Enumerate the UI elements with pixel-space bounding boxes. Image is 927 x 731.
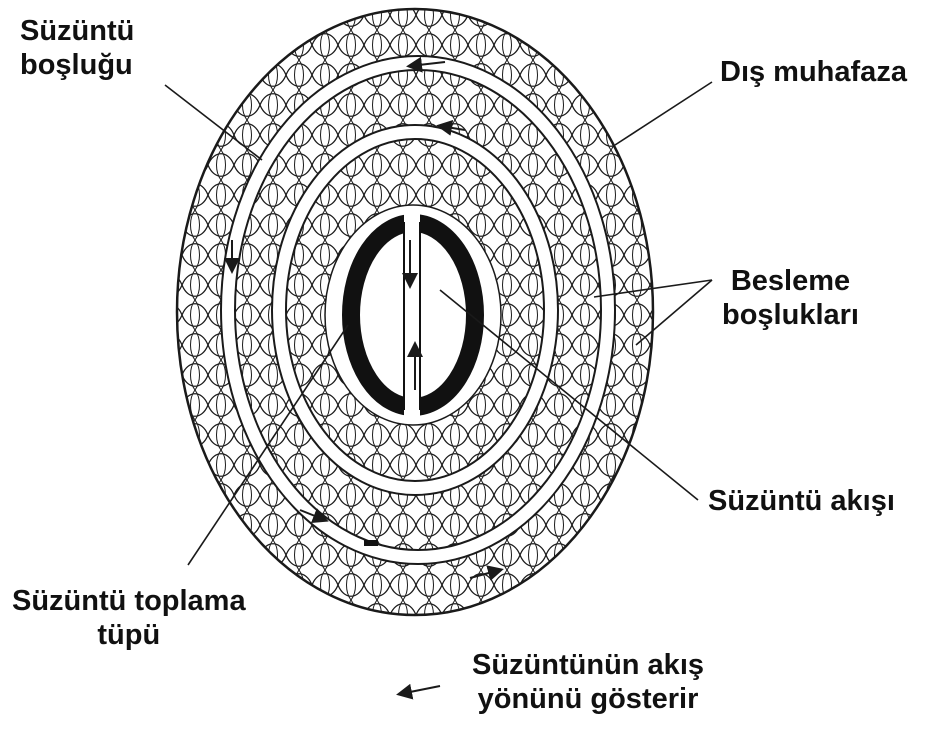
label-line: Süzüntünün akış — [472, 648, 704, 682]
label-line: Süzüntü — [20, 14, 134, 48]
label-collection-tube: Süzüntü toplama tüpü — [12, 584, 246, 652]
legend-arrow — [400, 686, 440, 694]
label-outer-casing: Dış muhafaza — [720, 55, 907, 89]
label-line: Süzüntü toplama — [12, 584, 246, 618]
label-line: tüpü — [12, 618, 246, 652]
label-line: Besleme — [722, 264, 859, 298]
legend-text: Süzüntünün akış yönünü gösterir — [472, 648, 704, 716]
label-line: boşluğu — [20, 48, 134, 82]
label-line: boşlukları — [722, 298, 859, 332]
label-filtrate-flow: Süzüntü akışı — [708, 484, 895, 518]
leader-outer-casing — [615, 82, 712, 145]
label-line: yönünü gösterir — [472, 682, 704, 716]
label-feed-spaces: Besleme boşlukları — [722, 264, 859, 332]
tube-slit — [404, 212, 420, 422]
label-filtrate-space: Süzüntü boşluğu — [20, 14, 134, 82]
channel-marker — [364, 540, 378, 546]
